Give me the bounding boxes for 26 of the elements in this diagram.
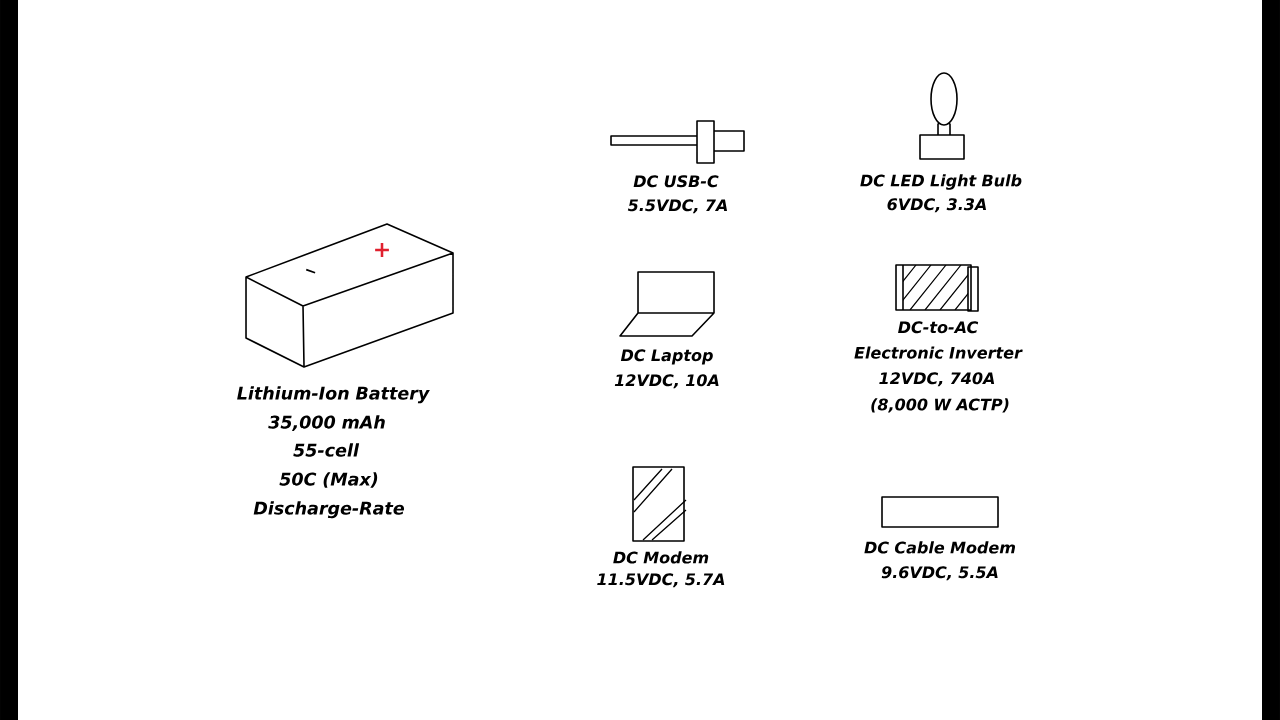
spec-text: 9.6VDC, 5.5A: [881, 566, 998, 581]
device-name: DC Cable Modem: [864, 541, 1016, 554]
usb-c-plug-drawing: [610, 120, 745, 164]
spec-text: (8,000 W ACTP): [871, 398, 1009, 413]
device-name: Lithium-Ion Battery: [237, 386, 430, 404]
laptop-drawing: [619, 271, 715, 337]
spec-text: 5.5VDC, 7A: [627, 199, 728, 214]
spec-text: 6VDC, 3.3A: [887, 198, 987, 213]
modem-drawing: [632, 466, 687, 542]
polarity-sign: −: [305, 268, 316, 274]
spec-text: 35,000 mAh: [268, 415, 385, 431]
device-name: DC Modem: [613, 551, 709, 564]
spec-text: 11.5VDC, 5.7A: [597, 573, 725, 588]
inverter-drawing: [895, 264, 979, 312]
spec-text: 50C (Max) Discharge-Rate: [253, 472, 405, 519]
device-name: DC LED Light Bulb: [860, 174, 1022, 190]
cable-modem-drawing: [881, 496, 999, 528]
light-bulb-drawing: [919, 72, 965, 160]
device-name: DC USB-C: [633, 175, 719, 188]
battery-drawing: [245, 223, 454, 368]
device-name: DC-to-AC Electronic Inverter: [854, 321, 1023, 359]
spec-text: 12VDC, 10A: [614, 374, 719, 389]
device-name: DC Laptop: [620, 349, 713, 365]
polarity-sign: +: [375, 243, 389, 257]
spec-text: 12VDC, 740A: [879, 372, 995, 387]
spec-text: 55-cell: [293, 443, 360, 457]
